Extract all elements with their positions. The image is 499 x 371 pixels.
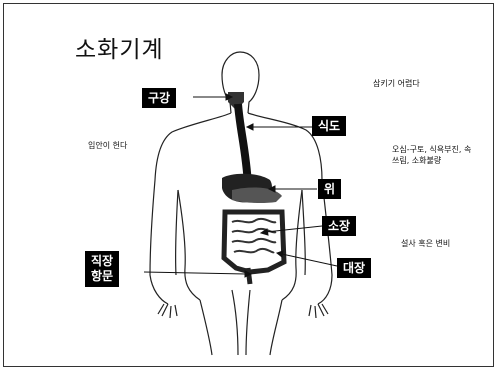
label-large-intestine: 대장 [337, 258, 371, 278]
note-mouth-symptom: 입안이 헌다 [88, 140, 127, 151]
label-rectum-anus: 직장 항문 [85, 251, 119, 287]
rectum-shape [248, 268, 250, 284]
note-swallow-difficulty: 삼키기 어렵다 [373, 78, 420, 89]
note-stomach-symptoms-line1: 오심-구토, 식욕부진, 속 [392, 144, 471, 155]
esophagus-shape [238, 104, 248, 185]
note-stomach-symptoms-line2: 쓰림, 소화불량 [392, 155, 471, 166]
label-stomach: 위 [318, 179, 341, 199]
label-small-intestine: 소장 [322, 216, 356, 236]
label-mouth: 구강 [142, 88, 176, 108]
label-esophagus: 식도 [312, 116, 346, 136]
note-stomach-symptoms: 오심-구토, 식욕부진, 속 쓰림, 소화불량 [392, 144, 471, 166]
note-bowel-symptom: 설사 혹은 변비 [401, 238, 450, 249]
small-intestine-shape [232, 219, 276, 252]
label-anus: 항문 [91, 269, 113, 284]
label-rectum: 직장 [91, 254, 113, 269]
